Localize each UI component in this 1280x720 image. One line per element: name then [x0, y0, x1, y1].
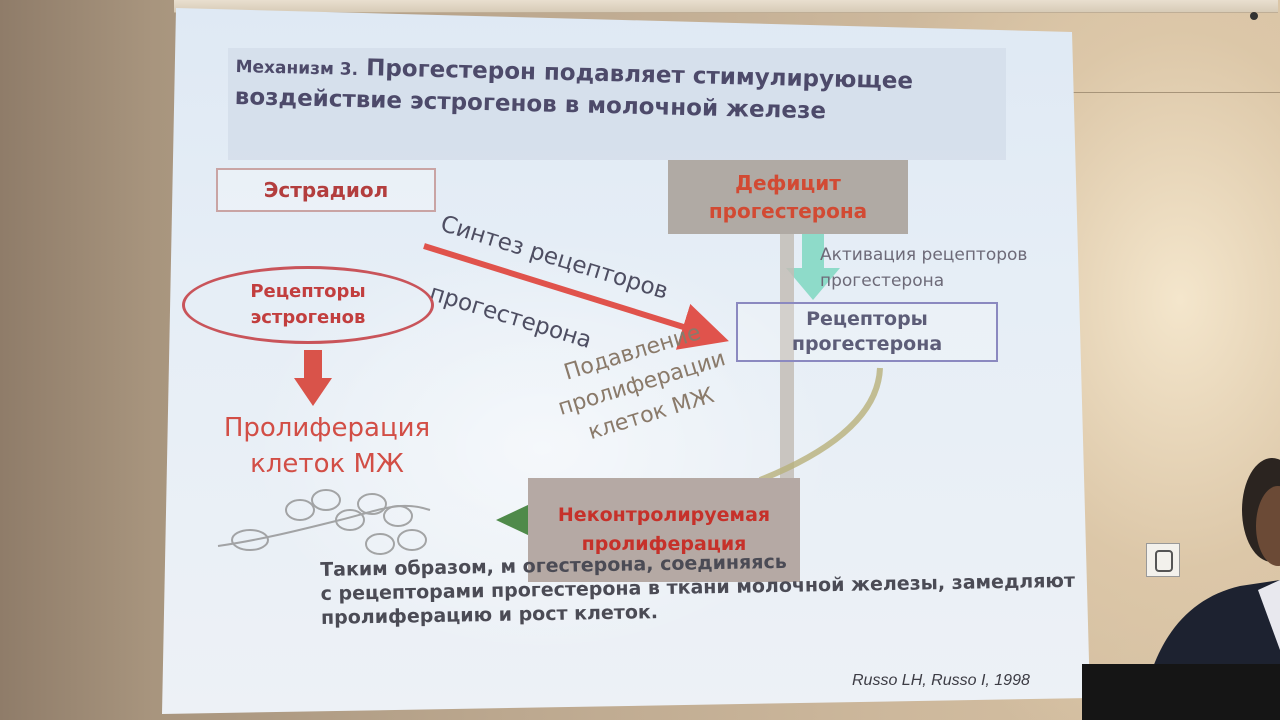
conclusion-text: Таким образом, м огестерона, соединяясь … — [320, 544, 1101, 630]
down-arrow-head — [294, 378, 332, 406]
curved-feedback-arrow — [758, 367, 883, 483]
prog-receptors-line-1: Рецепторы — [806, 308, 928, 330]
estrogen-receptors-line-1: Рецепторы — [250, 281, 366, 302]
activation-line-1: Активация рецепторов — [820, 245, 1028, 265]
activation-arrow-shaft — [802, 234, 824, 270]
wall-socket-icon — [1146, 543, 1180, 577]
deficit-line-2: прогестерона — [708, 199, 868, 223]
activation-line-2: прогестерона — [820, 271, 945, 291]
estrogen-receptors-ellipse: Рецепторы эстрогенов — [182, 266, 434, 344]
whiteboard-edge — [1050, 92, 1280, 93]
estrogen-receptors-line-2: эстрогенов — [250, 307, 366, 328]
uncontrolled-proliferation-box: Неконтролируемая пролиферация — [528, 478, 800, 582]
board-screw — [1250, 12, 1258, 20]
progesterone-deficit-box: Дефицит прогестерона — [668, 160, 908, 234]
progesterone-receptors-box: Рецепторы прогестерона — [736, 302, 998, 362]
deficit-line-1: Дефицит — [735, 171, 841, 195]
title-background — [228, 48, 1006, 160]
receptor-activation-label: Активация рецепторов прогестерона — [820, 242, 1027, 294]
breast-tissue-illustration — [217, 489, 431, 555]
activation-arrow-head — [786, 268, 840, 300]
down-arrow-shaft — [304, 350, 322, 380]
proliferation-label: Пролиферация клеток МЖ — [212, 410, 442, 482]
synthesis-arrow — [423, 243, 729, 350]
green-arrow-head — [496, 504, 530, 536]
laptop — [1082, 664, 1280, 720]
vertical-gray-arrow — [780, 232, 794, 482]
uncontrolled-line-2: пролиферация — [581, 533, 747, 555]
prog-receptors-line-2: прогестерона — [791, 333, 943, 355]
proliferation-line-1: Пролиферация — [223, 413, 431, 443]
estradiol-box: Эстрадиол — [216, 168, 436, 212]
citation: Russo LH, Russo I, 1998 — [852, 672, 1030, 689]
proliferation-line-2: клеток МЖ — [250, 449, 404, 479]
uncontrolled-line-1: Неконтролируемая — [557, 504, 771, 526]
